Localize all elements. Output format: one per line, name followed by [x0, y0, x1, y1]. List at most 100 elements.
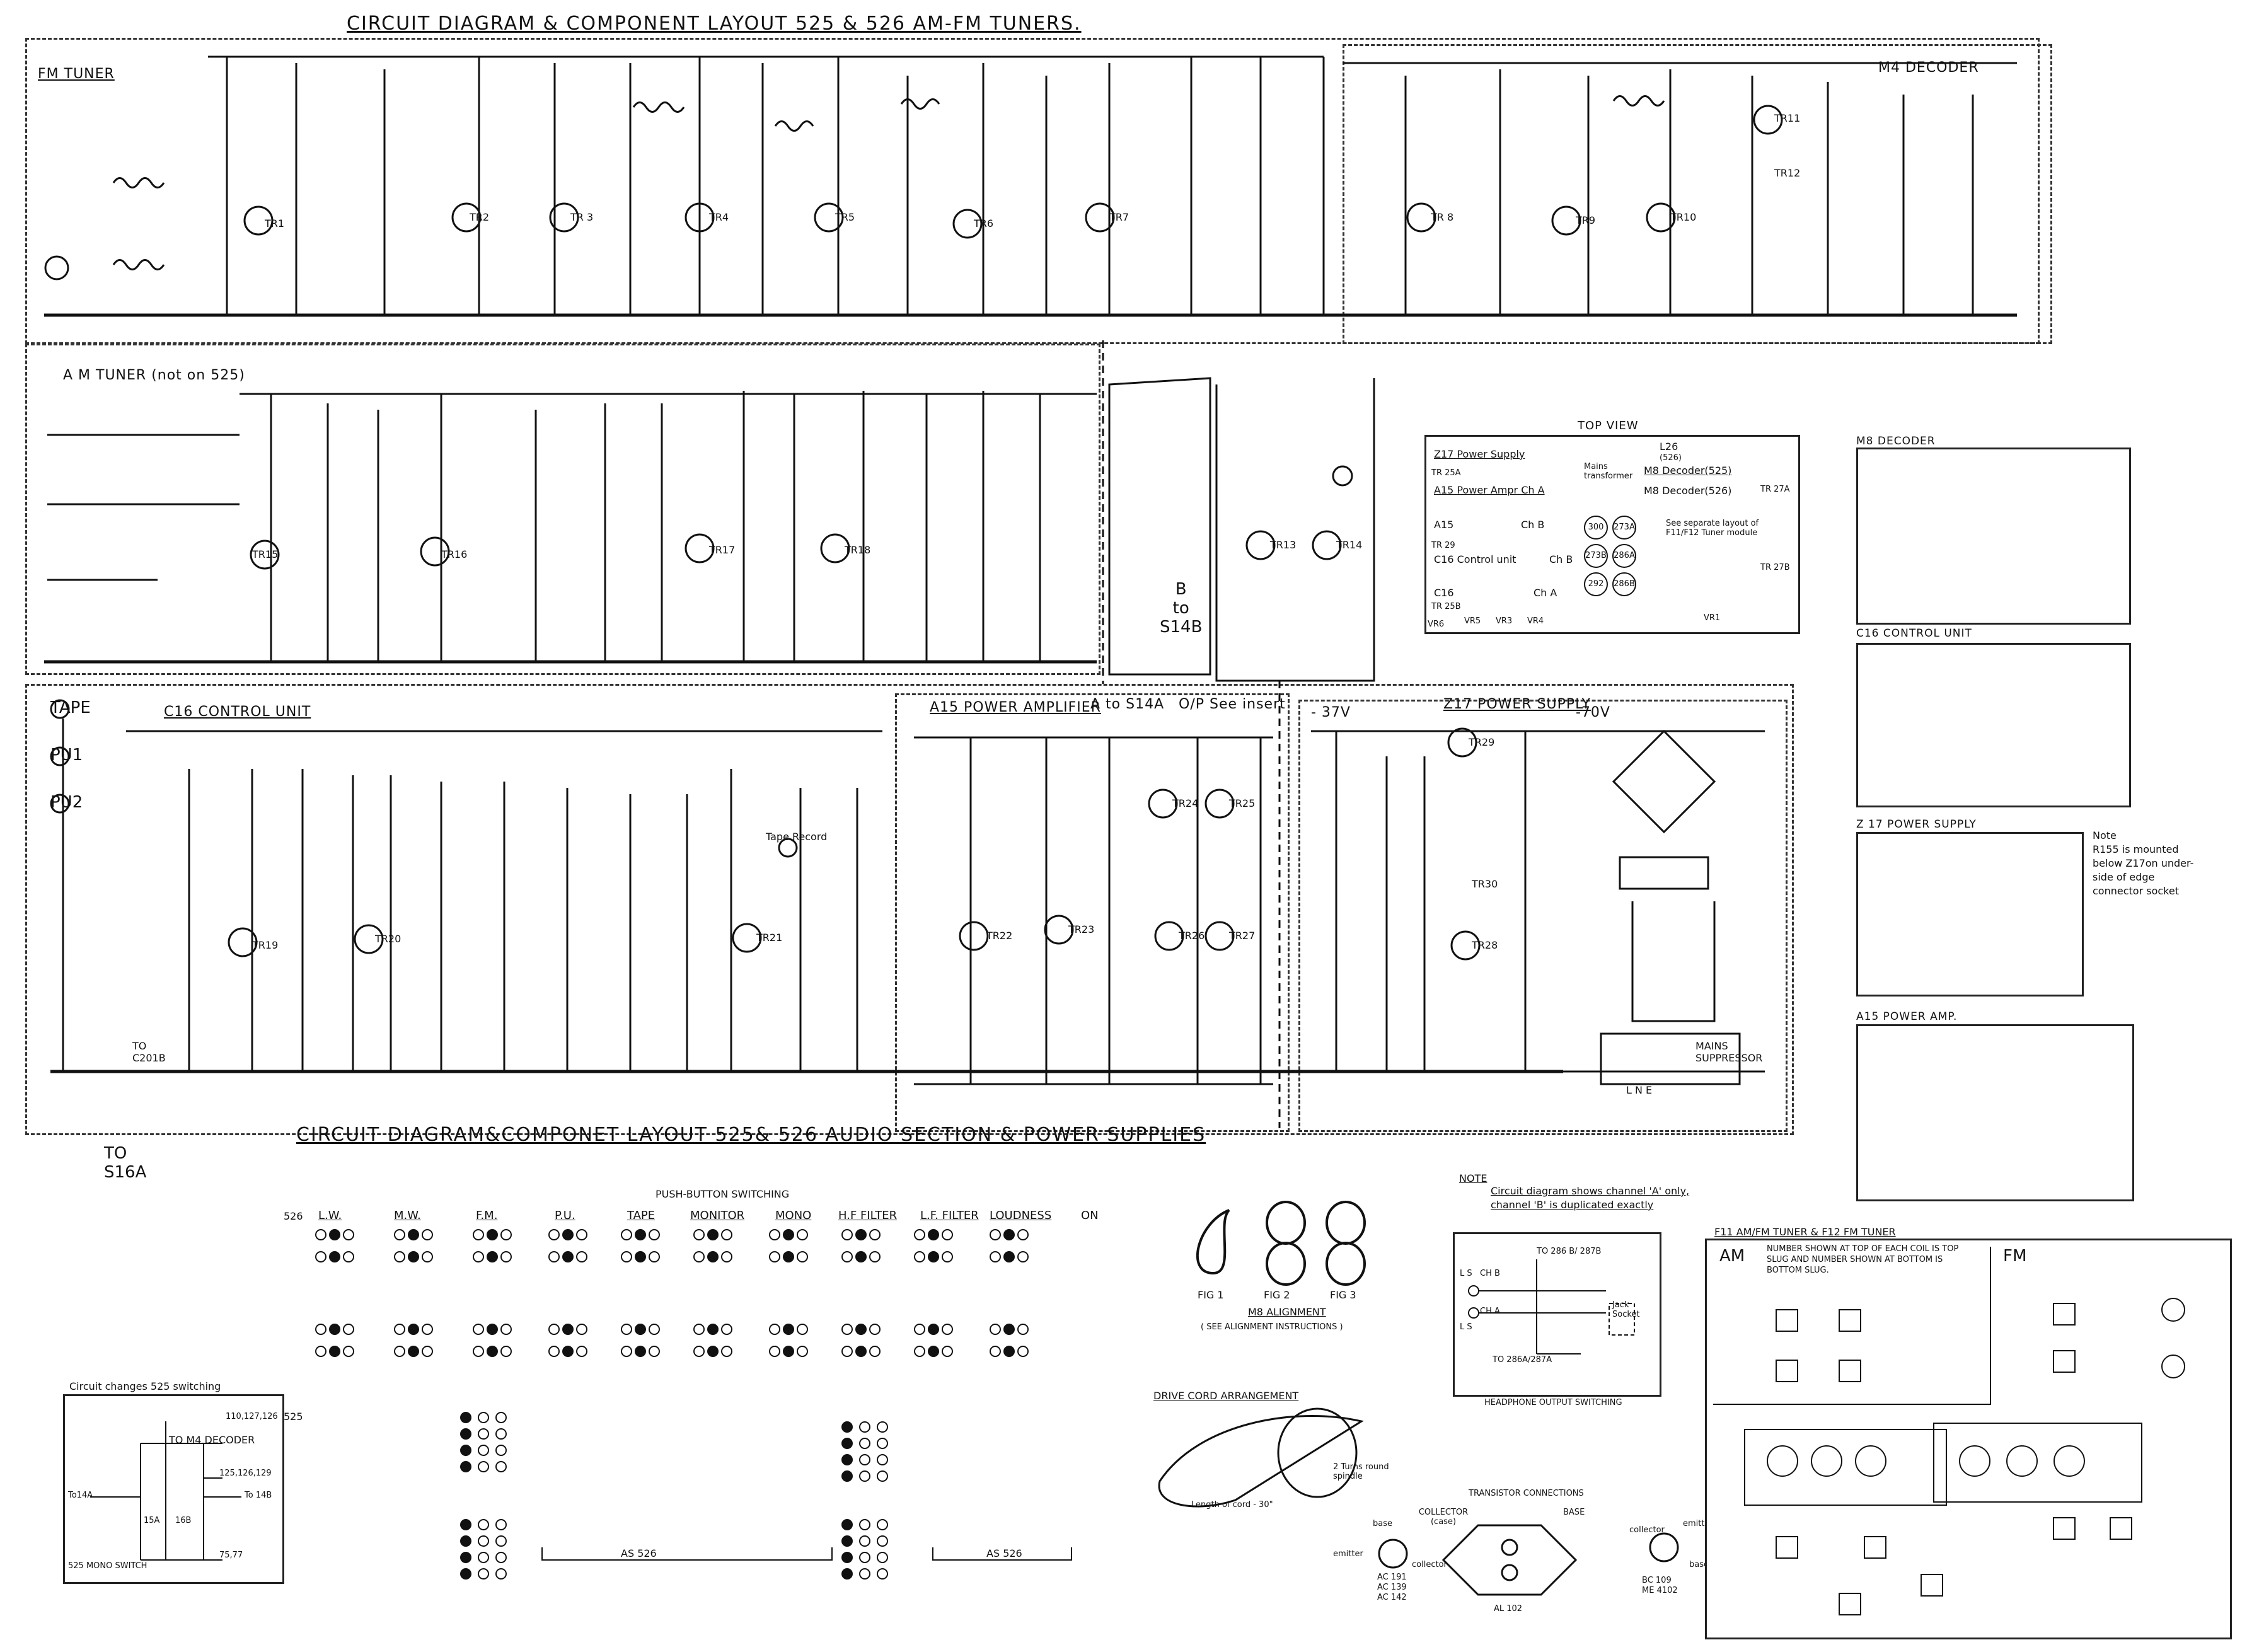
tr8-label: TR 8 [1431, 211, 1454, 223]
switch-contact [408, 1229, 419, 1240]
switch-contact [942, 1229, 953, 1240]
to-c201b-label: TO C201B [132, 1040, 166, 1064]
switch-contact [408, 1346, 419, 1357]
circuit-changes-drawing [90, 1421, 241, 1561]
switch-contact [478, 1428, 489, 1440]
switch-contact [877, 1519, 888, 1530]
to-s16a-label: TO S16A [104, 1144, 147, 1182]
switch-contact [1017, 1346, 1029, 1357]
switch-contact [877, 1552, 888, 1563]
headphone-chb: CH B [1480, 1269, 1500, 1278]
tr22-label: TR22 [986, 930, 1013, 942]
switch-contact [635, 1251, 646, 1262]
top-view-l26: L26 [1660, 441, 1678, 453]
switch-contact [649, 1251, 660, 1262]
switch-contact [841, 1229, 853, 1240]
pushbutton-mono: MONO [775, 1209, 812, 1222]
transistor-conn-emitter-left: emitter [1333, 1549, 1363, 1559]
a15-amp-label: A15 POWER AMPLIFIER [930, 700, 1101, 715]
m8-decoder-layout [1856, 448, 2131, 625]
switch-contact [721, 1324, 732, 1335]
switch-contact [693, 1229, 705, 1240]
note-title: NOTE [1459, 1172, 1487, 1184]
tr14-label: TR14 [1336, 539, 1363, 551]
switch-contact [877, 1568, 888, 1580]
switch-contact [562, 1251, 574, 1262]
switch-contact [394, 1346, 405, 1357]
top-view-tr29: TR 29 [1431, 541, 1455, 550]
m4-decoder-frame [1343, 44, 2052, 344]
c16-control-label: C16 CONTROL UNIT [164, 704, 311, 720]
switch-contact [783, 1346, 794, 1357]
switch-contact [928, 1251, 939, 1262]
switch-contact [495, 1568, 507, 1580]
tr1-label: TR1 [265, 217, 285, 229]
switch-contact [562, 1229, 574, 1240]
switch-contact [495, 1412, 507, 1423]
top-view-mains-transformer: Mains transformer [1584, 462, 1633, 481]
transistor-conn-base-right: base [1689, 1560, 1709, 1569]
as-526-label-2: AS 526 [986, 1547, 1022, 1559]
f11-note: NUMBER SHOWN AT TOP OF EACH COIL IS TOP … [1767, 1244, 1959, 1275]
transistor-conn-type-mid: AL 102 [1494, 1604, 1523, 1614]
transistor-conn-collector-left: collector [1412, 1560, 1447, 1569]
switch-contact [495, 1552, 507, 1563]
top-view-circle-286a: 286A [1612, 544, 1636, 568]
m8-fig1-label: FIG 1 [1198, 1289, 1224, 1301]
tape-record-label: Tape Record [766, 831, 828, 843]
switch-contact [942, 1324, 953, 1335]
switch-contact [562, 1324, 574, 1335]
z17-supply-label: Z17 POWER SUPPLY [1443, 696, 1591, 712]
top-view-tr27a: TR 27A [1760, 485, 1790, 494]
switch-contact [315, 1324, 326, 1335]
pushbutton-on: ON [1081, 1209, 1099, 1222]
f11-fm-label: FM [2003, 1247, 2027, 1266]
switch-contact [769, 1229, 780, 1240]
switch-contact [487, 1229, 498, 1240]
switch-contact [797, 1251, 808, 1262]
as-526-label-1: AS 526 [621, 1547, 657, 1559]
switch-contact [1003, 1251, 1015, 1262]
switch-contact [649, 1346, 660, 1357]
switch-contact [1017, 1251, 1029, 1262]
note-line1: Circuit diagram shows channel 'A' only, [1491, 1185, 1690, 1197]
switch-contact [928, 1229, 939, 1240]
pushbutton-hf-filter: H.F FILTER [838, 1209, 898, 1222]
headphone-switching-box: TO 286 B/ 287B L S CH B CH A L S Jack So… [1453, 1232, 1661, 1397]
switch-contact [928, 1346, 939, 1357]
switch-contact [841, 1346, 853, 1357]
circuit-changes-n3: 75,77 [219, 1551, 243, 1560]
switch-contact [877, 1535, 888, 1547]
top-view-m8-526: M8 Decoder(526) [1644, 485, 1732, 497]
m8-alignment-title: M8 ALIGNMENT [1248, 1306, 1326, 1318]
switch-contact [914, 1346, 925, 1357]
switch-contact [422, 1346, 433, 1357]
switch-contact [576, 1346, 587, 1357]
pushbutton-lf-filter: L.F. FILTER [920, 1209, 979, 1222]
switch-contact [329, 1324, 340, 1335]
switch-contact [478, 1535, 489, 1547]
pushbutton-model-525: 525 [284, 1411, 303, 1423]
switch-contact [869, 1324, 881, 1335]
switch-contact [841, 1421, 853, 1433]
a15-frame [895, 693, 1290, 1132]
switch-contact [576, 1251, 587, 1262]
c16-control-layout [1856, 643, 2131, 807]
pushbutton-monitor: MONITOR [690, 1209, 745, 1222]
switch-contact [460, 1461, 471, 1472]
switch-contact [343, 1229, 354, 1240]
top-view-vr6: VR6 [1428, 620, 1445, 629]
switch-contact [408, 1324, 419, 1335]
am-tuner-label: A M TUNER (not on 525) [63, 367, 245, 383]
drive-cord-turns: 2 Turns round spindle [1333, 1462, 1389, 1481]
switch-contact [635, 1324, 646, 1335]
switch-contact [500, 1251, 512, 1262]
switch-contact [473, 1251, 484, 1262]
switch-contact [693, 1251, 705, 1262]
switch-contact [914, 1251, 925, 1262]
switch-contact [769, 1346, 780, 1357]
switch-contact [576, 1229, 587, 1240]
tr17-label: TR17 [709, 544, 736, 556]
tr25-label: TR25 [1229, 797, 1256, 809]
transistor-conn-base-left: base [1373, 1519, 1392, 1528]
